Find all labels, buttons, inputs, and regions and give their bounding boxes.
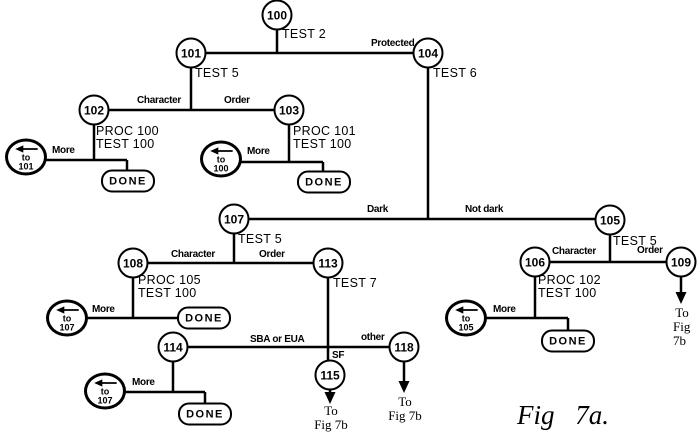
done-terminal: DONE <box>297 170 351 194</box>
node-text-proc102: PROC 102 <box>538 273 601 287</box>
edge-label-sba-or-eua: SBA or EUA <box>250 334 305 345</box>
arrow-down-icon <box>398 381 410 393</box>
return-node-100: to 100 <box>200 140 242 178</box>
edge-label-more-3: More <box>92 304 115 315</box>
left-arrow-icon <box>455 306 478 314</box>
node-108: 108 <box>117 247 149 279</box>
node-100: 100 <box>261 0 293 31</box>
return-target: 100 <box>213 163 229 174</box>
left-arrow-icon <box>15 145 38 153</box>
edge-label-dark: Dark <box>367 204 389 215</box>
return-to-word: to <box>21 152 31 163</box>
arrow-down-icon <box>675 292 687 304</box>
return-target: 105 <box>458 322 474 333</box>
done-terminal: DONE <box>178 402 232 426</box>
return-to-word: to <box>461 313 471 324</box>
left-arrow-icon <box>56 306 79 314</box>
left-arrow-icon <box>94 379 117 387</box>
exit-to-line: To <box>324 403 338 418</box>
edge-label-order-1: Order <box>224 95 250 106</box>
edge-label-more-5: More <box>132 377 155 388</box>
node-103: 103 <box>273 94 305 126</box>
node-106: 106 <box>519 246 551 278</box>
edge-label-more-2: More <box>247 146 270 157</box>
return-node-107-a: to 107 <box>46 299 88 337</box>
exit-109-to-fig7b: To Fig 7b <box>673 306 691 348</box>
edge-label-order-2: Order <box>259 249 285 260</box>
left-arrow-icon <box>210 147 233 155</box>
return-target: 101 <box>18 161 34 172</box>
exit-to-line: To <box>398 394 412 409</box>
node-text-test100: TEST 100 <box>538 286 597 300</box>
return-node-107-b: to 107 <box>84 372 126 410</box>
node-text-test6: TEST 6 <box>433 66 477 80</box>
return-to-word: to <box>100 386 110 397</box>
return-target: 107 <box>59 322 75 333</box>
edge-label-order-3: Order <box>637 245 663 256</box>
arrow-down-icon <box>324 392 336 404</box>
node-text-proc100: PROC 100 <box>96 124 159 138</box>
exit-115-to-fig7b: To Fig 7b <box>314 404 348 432</box>
edge-label-sf: SF <box>332 350 345 361</box>
node-102: 102 <box>78 94 110 126</box>
return-node-105: to 105 <box>445 299 487 337</box>
edge-label-more-4: More <box>493 304 516 315</box>
edge-label-character-2: Character <box>171 249 215 260</box>
return-to-word: to <box>216 154 226 165</box>
done-terminal: DONE <box>177 306 231 330</box>
node-109: 109 <box>665 246 697 278</box>
done-terminal: DONE <box>101 169 155 193</box>
edges <box>26 15 683 414</box>
node-text-test5-107: TEST 5 <box>238 232 282 246</box>
node-text-test100: TEST 100 <box>138 286 197 300</box>
node-text-test100: TEST 100 <box>96 137 155 151</box>
node-104: 104 <box>412 37 444 69</box>
figure-caption: Fig 7a. <box>517 400 609 430</box>
node-107: 107 <box>218 203 250 235</box>
node-105: 105 <box>594 204 626 236</box>
edge-label-character-3: Character <box>552 246 596 257</box>
node-text-test5-101: TEST 5 <box>195 66 239 80</box>
exit-to-line: To <box>675 305 689 320</box>
node-text-test100: TEST 100 <box>293 137 352 151</box>
node-text-test7: TEST 7 <box>333 276 377 290</box>
edge-label-other: other <box>361 332 385 343</box>
edge-label-protected: Protected <box>371 38 415 49</box>
exit-fig-line: Fig 7b <box>314 417 348 432</box>
return-target: 107 <box>97 395 113 406</box>
exit-fig-line: Fig 7b <box>388 408 422 423</box>
edge-label-character-1: Character <box>137 95 181 106</box>
node-114: 114 <box>157 331 189 363</box>
exit-arrowheads <box>324 292 687 404</box>
edge-label-not-dark: Not dark <box>465 204 504 215</box>
node-118: 118 <box>388 331 420 363</box>
return-node-101: to 101 <box>5 138 47 176</box>
node-115: 115 <box>314 359 346 391</box>
exit-fig-line: Fig 7b <box>673 319 691 348</box>
node-text-proc101: PROC 101 <box>293 124 356 138</box>
node-113: 113 <box>312 247 344 279</box>
exit-118-to-fig7b: To Fig 7b <box>388 395 422 423</box>
done-terminal: DONE <box>541 329 595 353</box>
node-text-test5-105: TEST 5 <box>613 234 657 248</box>
node-text-test2: TEST 2 <box>282 27 326 41</box>
edge-label-more-1: More <box>52 145 75 156</box>
node-text-proc105: PROC 105 <box>138 273 201 287</box>
node-101: 101 <box>175 37 207 69</box>
return-to-word: to <box>62 313 72 324</box>
